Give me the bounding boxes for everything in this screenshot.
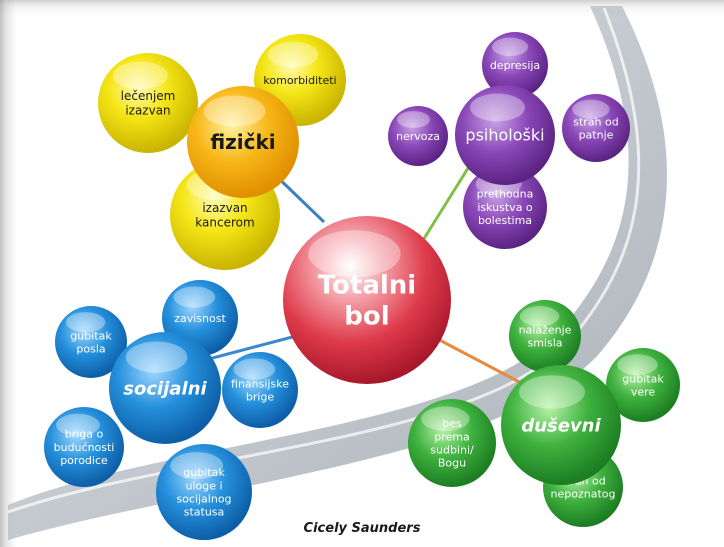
duhovni-item-smisla-circle	[509, 300, 581, 372]
center-totalni-bol-label: bol	[344, 302, 389, 332]
fizicki-item-lecenjem-label: izazvan	[125, 103, 170, 117]
duhovni-item-smisla-gloss	[519, 306, 560, 327]
connector-psiholoski	[418, 164, 472, 246]
psiholoski-item-depresija-label: depresija	[490, 59, 540, 72]
socijalni-main-circle	[109, 332, 221, 444]
psiholoski-item-prethodna-label: iskustva o	[477, 201, 533, 214]
duhovni-main: duševni	[501, 365, 621, 485]
socijalni-item-briga-label: briga o	[65, 428, 104, 441]
fizicki-item-lecenjem-label: lečenjem	[121, 89, 176, 103]
duhovni-item-bes-label: prema	[434, 430, 470, 443]
duhovni-item-bes-label: sudbini/	[430, 443, 474, 456]
socijalni-main: socijalni	[109, 332, 221, 444]
psiholoski-item-depresija: depresija	[482, 32, 548, 98]
socijalni-item-briga-circle	[44, 407, 124, 487]
psiholoski-main-gloss	[470, 93, 525, 122]
duhovni-item-bes-gloss	[421, 406, 470, 432]
psiholoski-item-nervoza-label: nervoza	[396, 130, 440, 143]
fizicki-item-komorbiditeti-label: komorbiditeti	[263, 74, 336, 87]
socijalni-item-finansijske-label: finansijske	[231, 377, 289, 390]
socijalni-main-gloss	[125, 341, 188, 373]
fizicki-item-kancerom-label: izazvan	[202, 201, 247, 215]
fizicki-main-gloss	[203, 95, 266, 127]
socijalni-item-gubitak-posla-label: gubitak	[70, 329, 112, 342]
socijalni-item-finansijske-circle	[222, 352, 298, 428]
duhovni-main-circle	[501, 365, 621, 485]
fizicki-item-komorbiditeti-gloss	[267, 41, 319, 68]
duhovni-item-strah-nepoznatog-label: nepoznatog	[551, 487, 616, 500]
psiholoski-item-depresija-circle	[482, 32, 548, 98]
socijalni-item-zavisnost-gloss	[173, 286, 216, 308]
psiholoski-main: psihološki	[455, 85, 555, 185]
center-totalni-bol-gloss	[308, 230, 401, 278]
fizicki-item-lecenjem-circle	[98, 53, 198, 153]
center-totalni-bol-circle	[283, 216, 451, 384]
socijalni-main-label: socijalni	[123, 378, 207, 399]
fizicki-main: fizički	[187, 86, 299, 198]
socijalni-item-uloge-label: statusa	[184, 506, 225, 519]
duhovni-item-smisla-label: smisla	[527, 336, 562, 349]
connector-duhovni	[429, 333, 526, 387]
psiholoski-item-strah-patnje-label: patnje	[579, 128, 614, 141]
psiholoski-item-prethodna-label: bolestima	[478, 214, 532, 227]
duhovni-item-vere-label: vere	[631, 385, 656, 398]
socijalni-item-briga-gloss	[56, 413, 100, 437]
socijalni-item-zavisnost-label: zavisnost	[174, 312, 226, 325]
center-totalni-bol-label: Totalni	[318, 271, 416, 301]
fizicki-main-circle	[187, 86, 299, 198]
duhovni-item-smisla-label: nalaženje	[519, 323, 572, 336]
psiholoski-main-circle	[455, 85, 555, 185]
socijalni-item-uloge-label: uloge i	[185, 479, 222, 492]
psiholoski-item-nervoza-circle	[388, 106, 448, 166]
psiholoski-item-strah-patnje-circle	[562, 94, 630, 162]
duhovni-item-bes-label: bes	[442, 417, 462, 430]
socijalni-item-gubitak-posla-label: posla	[76, 342, 105, 355]
diagram-caption: Cicely Saunders	[303, 521, 421, 536]
fizicki-main-label: fizički	[210, 130, 275, 154]
psiholoski-item-nervoza-gloss	[397, 111, 430, 128]
socijalni-item-gubitak-posla-gloss	[65, 312, 106, 333]
socijalni-item-finansijske-label: brige	[246, 390, 275, 403]
fizicki-item-lecenjem-gloss	[113, 61, 168, 90]
duhovni-main-gloss	[519, 375, 585, 409]
duhovni-main-label: duševni	[521, 415, 601, 436]
socijalni-item-briga-label: porodice	[60, 454, 108, 467]
psiholoski-item-prethodna-label: prethodna	[477, 188, 534, 201]
socijalni-item-gubitak-posla-circle	[55, 306, 127, 378]
duhovni-item-vere-gloss	[617, 354, 658, 376]
psiholoski-item-strah-patnje-label: strah od	[573, 115, 619, 128]
duhovni-item-vere-label: gubitak	[622, 372, 664, 385]
duhovni-item-bes-label: Bogu	[438, 457, 466, 470]
socijalni-item-briga-label: budućnosti	[54, 441, 115, 454]
psiholoski-item-prethodna-circle	[463, 165, 547, 249]
psiholoski-main-label: psihološki	[465, 126, 544, 145]
duhovni-item-bes-circle	[408, 399, 496, 487]
connector-socijalni	[204, 333, 301, 362]
psiholoski-item-strah-patnje-gloss	[572, 99, 610, 119]
socijalni-item-uloge-circle	[156, 444, 252, 540]
socijalni-item-uloge-label: gubitak	[183, 466, 225, 479]
socijalni-item-finansijske-gloss	[233, 358, 276, 380]
psiholoski-item-depresija-gloss	[491, 37, 529, 57]
fizicki-item-kancerom-label: kancerom	[195, 215, 254, 229]
socijalni-item-uloge-label: socijalnog	[176, 492, 231, 505]
background-arc	[8, 6, 667, 540]
psiholoski-item-nervoza: nervoza	[388, 106, 448, 166]
duhovni-item-vere-circle	[606, 348, 680, 422]
socijalni-item-uloge-gloss	[170, 452, 224, 480]
